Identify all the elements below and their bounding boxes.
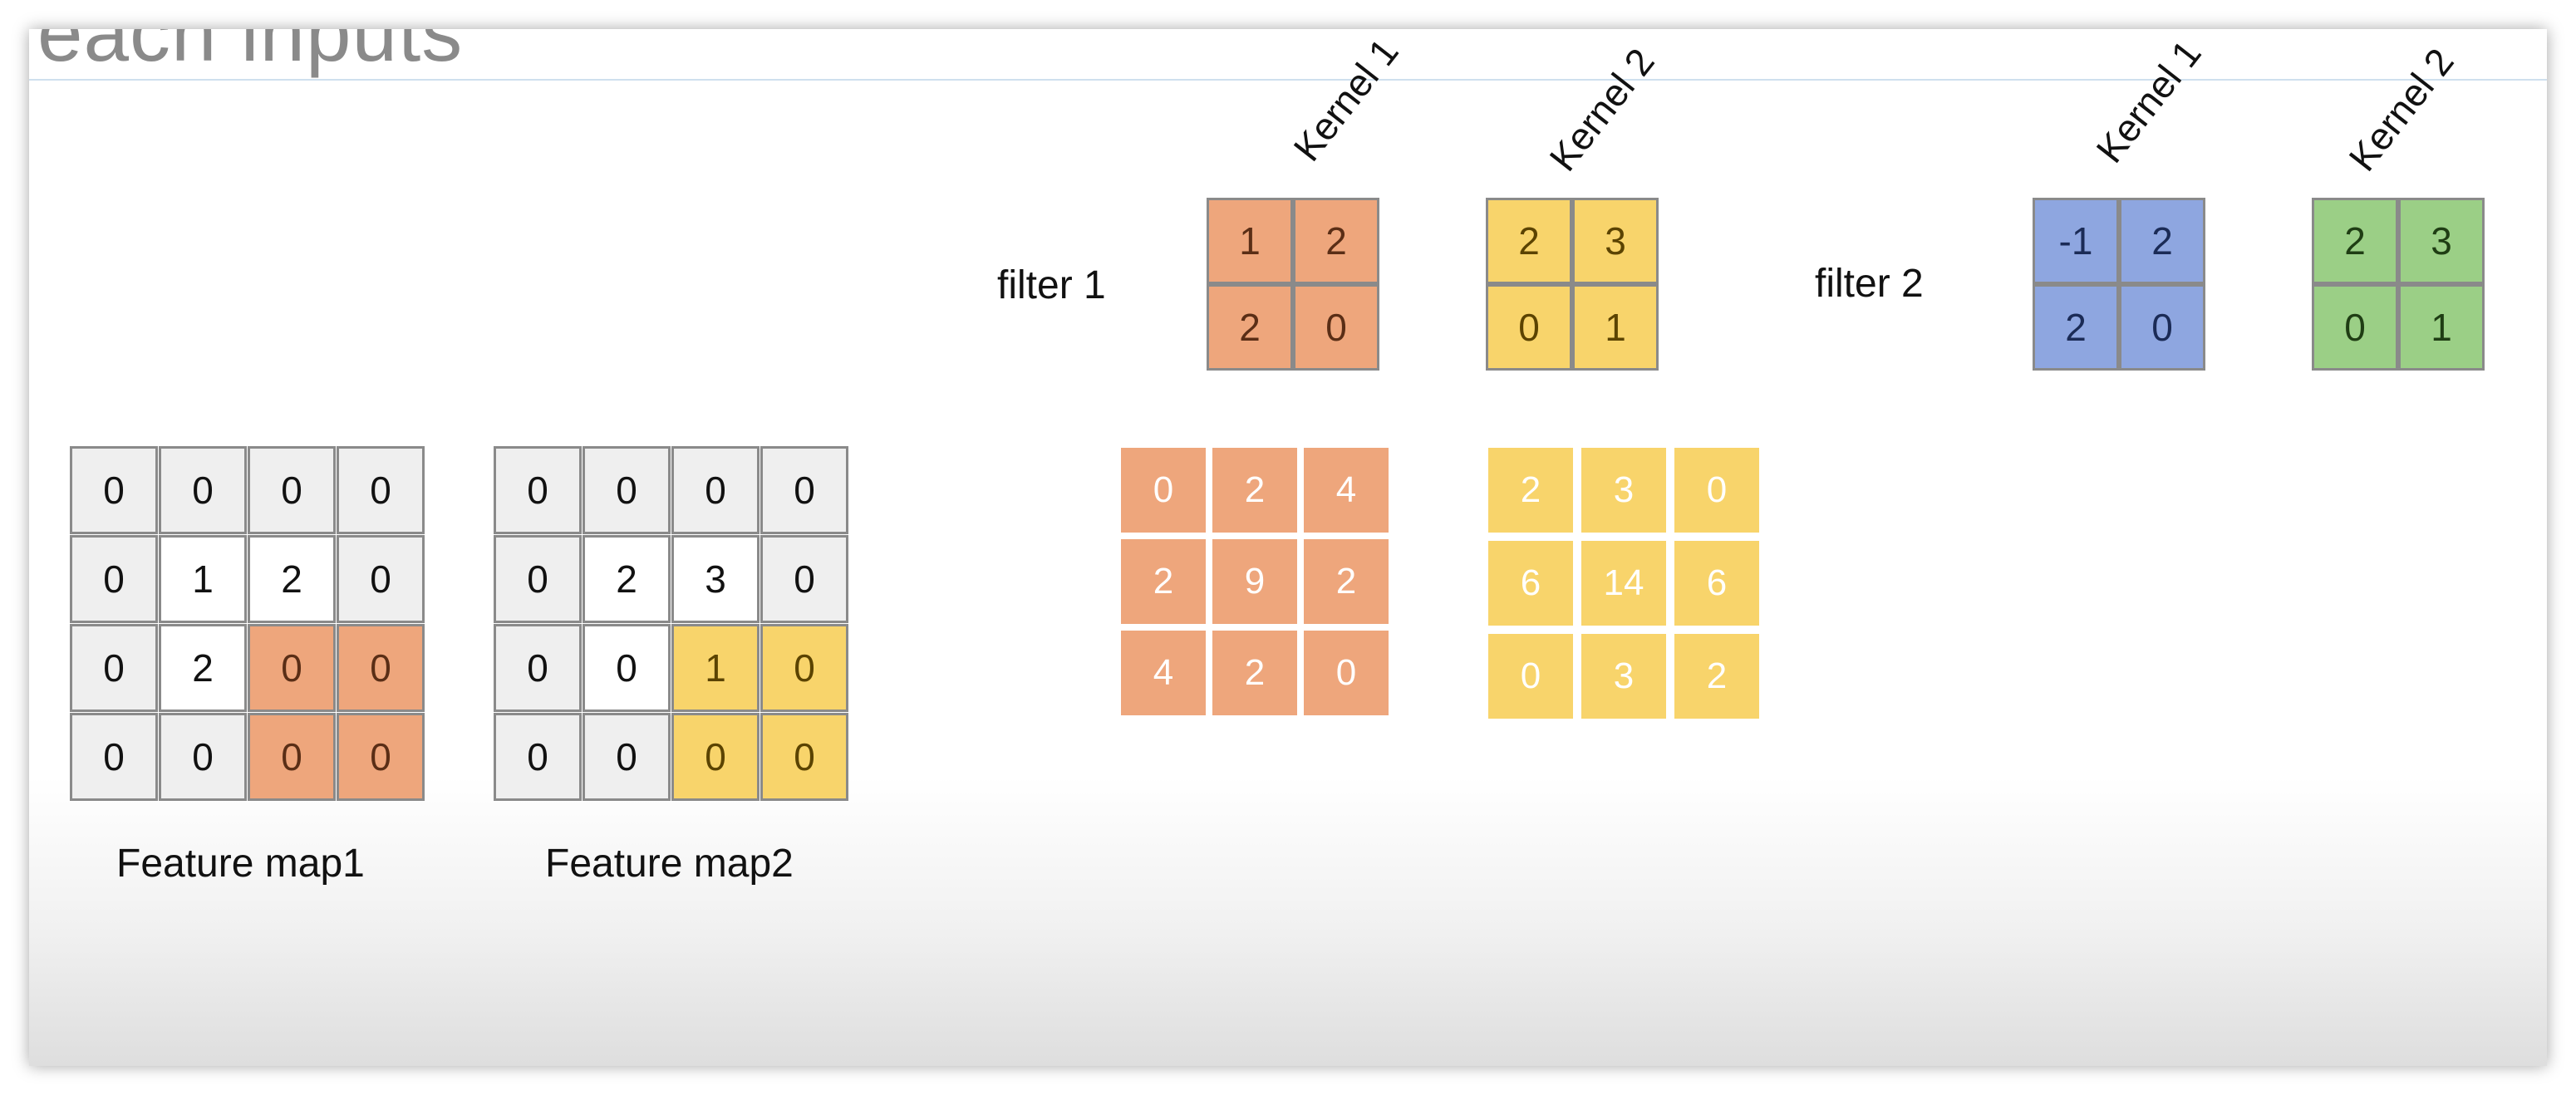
output-map-1-cell: 2 [1210,445,1300,535]
feature-map-2-cell: 0 [494,713,582,801]
filter-1-kernel-2-cell: 1 [1572,284,1659,371]
feature-map-2-cell: 2 [583,535,671,623]
output-map-1-cell: 4 [1118,628,1208,718]
output-map-2-cell: 6 [1486,538,1576,628]
feature-map-2-cell: 0 [760,713,848,801]
output-map-2-cell: 2 [1672,631,1762,721]
filter-1-kernel-1-cell: 1 [1207,198,1293,284]
output-map-2-cell: 3 [1579,631,1669,721]
filter-1-kernel-1-cell: 0 [1293,284,1379,371]
feature-map-2-cell: 0 [583,446,671,534]
feature-map-2-cell: 0 [494,446,582,534]
filter-2-kernel-1-cell: 0 [2119,284,2205,371]
feature-map-2-cell: 0 [494,535,582,623]
output-map-2-cell: 3 [1579,445,1669,535]
filter-2-kernel-2-cell: 3 [2398,198,2485,284]
output-map-1-cell: 0 [1301,628,1391,718]
feature-map-2-cell: 0 [494,624,582,712]
output-map-1-cell: 0 [1118,445,1208,535]
filter-1-kernel-1-cell: 2 [1207,284,1293,371]
output-map-2-cell: 6 [1672,538,1762,628]
feature-map-2-label: Feature map2 [545,842,794,886]
feature-map-1-cell: 0 [70,713,158,801]
feature-map-1-cell: 0 [248,624,336,712]
output-map-1-cell: 2 [1118,537,1208,626]
feature-map-1-cell: 0 [248,713,336,801]
output-map-2-cell: 0 [1672,445,1762,535]
feature-map-1-cell: 2 [159,624,247,712]
filter-2-kernel-2-cell: 2 [2312,198,2398,284]
feature-map-1-cell: 0 [70,624,158,712]
feature-map-2-cell: 0 [583,713,671,801]
feature-map-1-cell: 0 [337,535,425,623]
feature-map-1-cell: 1 [159,535,247,623]
feature-map-2-cell: 0 [760,535,848,623]
output-map-2-cell: 14 [1579,538,1669,628]
feature-map-1-label: Feature map1 [116,842,365,886]
filter-2-kernel-1-cell: 2 [2033,284,2119,371]
feature-map-2-cell: 0 [760,624,848,712]
output-map-1-cell: 9 [1210,537,1300,626]
filter-1-label: filter 1 [997,263,1106,307]
filter-2-kernel-1-cell: 2 [2119,198,2205,284]
feature-map-1-cell: 0 [159,446,247,534]
feature-map-1-cell: 0 [70,446,158,534]
feature-map-2-cell: 0 [760,446,848,534]
title-bar: each inputs [29,29,2547,81]
feature-map-2-cell: 3 [671,535,760,623]
filter-1-kernel-2-cell: 0 [1486,284,1572,371]
filter-1-kernel-1-cell: 2 [1293,198,1379,284]
feature-map-1-cell: 0 [337,713,425,801]
feature-map-1-cell: 0 [248,446,336,534]
feature-map-1-cell: 0 [70,535,158,623]
slide-title: each inputs [37,29,464,78]
feature-map-2-cell: 0 [583,624,671,712]
filter-1-kernel-2-cell: 2 [1486,198,1572,284]
output-map-1-cell: 2 [1210,628,1300,718]
output-map-2-cell: 2 [1486,445,1576,535]
filter-2-kernel-2-cell: 0 [2312,284,2398,371]
feature-map-2-cell: 1 [671,624,760,712]
filter-1-kernel-2-cell: 3 [1572,198,1659,284]
feature-map-1-cell: 0 [159,713,247,801]
feature-map-1-cell: 2 [248,535,336,623]
filter-2-label: filter 2 [1815,262,1924,306]
output-map-2-cell: 0 [1486,631,1576,721]
filter-2-kernel-2-cell: 1 [2398,284,2485,371]
feature-map-2-cell: 0 [671,446,760,534]
filter-2-kernel-1-cell: -1 [2033,198,2119,284]
feature-map-1-cell: 0 [337,446,425,534]
feature-map-1-cell: 0 [337,624,425,712]
output-map-1-cell: 2 [1301,537,1391,626]
output-map-1-cell: 4 [1301,445,1391,535]
feature-map-2-cell: 0 [671,713,760,801]
